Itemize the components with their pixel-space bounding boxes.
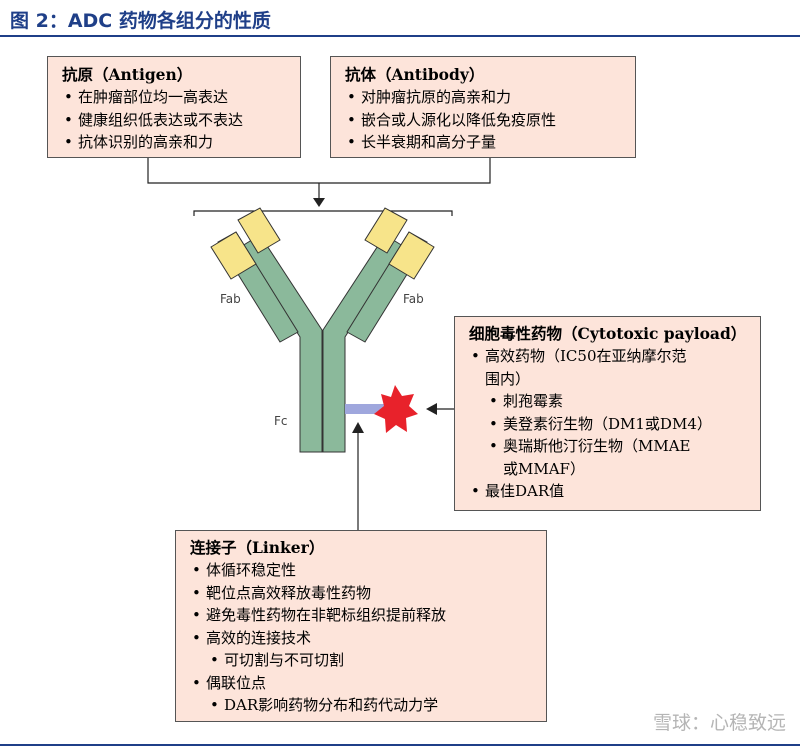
payload-arrow-head: [426, 403, 437, 415]
bottom-rule: [0, 744, 800, 746]
antibody-heading: 抗体（Antibody）: [345, 65, 485, 84]
antibody-box: 抗体（Antibody） 对肿瘤抗原的高亲和力 嵌合或人源化以降低免疫原性 长半…: [330, 56, 636, 158]
payload-sub-item: 刺孢霉素: [469, 390, 750, 413]
linker-bar: [345, 404, 387, 414]
figure-title: 图 2：ADC 药物各组分的性质: [10, 10, 271, 32]
variable-region-right-heavy: [364, 207, 408, 254]
linker-item: 高效的连接技术: [190, 627, 536, 650]
antigen-item: 健康组织低表达或不表达: [62, 109, 290, 132]
antibody-bracket: [193, 210, 453, 216]
linker-item: 偶联位点: [190, 672, 536, 695]
antigen-heading: 抗原（Antigen）: [62, 65, 193, 84]
payload-star: [374, 385, 418, 433]
variable-region-right-light: [388, 231, 435, 280]
fab-left-label: Fab: [220, 292, 241, 306]
linker-box: 连接子（Linker） 体循环稳定性 靶位点高效释放毒性药物 避免毒性药物在非靶…: [175, 530, 547, 722]
payload-sub-item: 美登素衍生物（DM1或DM4）: [469, 413, 750, 436]
payload-sub-item: 奥瑞斯他汀衍生物（MMAE: [469, 435, 750, 458]
antigen-box: 抗原（Antigen） 在肿瘤部位均一高表达 健康组织低表达或不表达 抗体识别的…: [47, 56, 301, 158]
payload-sub-item-continued: 或MMAF）: [503, 459, 585, 478]
linker-arrow-head: [352, 422, 364, 433]
top-rule: [0, 35, 800, 37]
linker-item: 体循环稳定性: [190, 559, 536, 582]
antibody-item: 长半衰期和高分子量: [345, 131, 625, 154]
antibody-item: 对肿瘤抗原的高亲和力: [345, 86, 625, 109]
linker-item: 避免毒性药物在非靶标组织提前释放: [190, 604, 536, 627]
linker-heading: 连接子（Linker）: [190, 538, 325, 557]
antibody-item: 嵌合或人源化以降低免疫原性: [345, 109, 625, 132]
payload-item: 最佳DAR值: [469, 480, 750, 503]
down-arrow-head: [313, 198, 325, 207]
linker-sub-item: 可切割与不可切割: [190, 649, 536, 672]
variable-region-left-heavy: [237, 207, 281, 254]
fab-right-label: Fab: [403, 292, 424, 306]
antigen-item: 在肿瘤部位均一高表达: [62, 86, 290, 109]
watermark: 雪球：心稳致远: [652, 712, 786, 734]
antigen-item: 抗体识别的高亲和力: [62, 131, 290, 154]
fc-label: Fc: [274, 414, 288, 428]
payload-item-continued: 围内）: [485, 369, 531, 388]
payload-heading: 细胞毒性药物（Cytotoxic payload）: [469, 324, 747, 343]
variable-region-left-light: [210, 231, 257, 280]
antigen-connector: [147, 158, 491, 184]
linker-sub-item: DAR影响药物分布和药代动力学: [190, 694, 536, 717]
payload-box: 细胞毒性药物（Cytotoxic payload） 高效药物（IC50在亚纳摩尔…: [454, 316, 761, 511]
payload-item: 高效药物（IC50在亚纳摩尔范: [469, 345, 750, 368]
linker-item: 靶位点高效释放毒性药物: [190, 582, 536, 605]
